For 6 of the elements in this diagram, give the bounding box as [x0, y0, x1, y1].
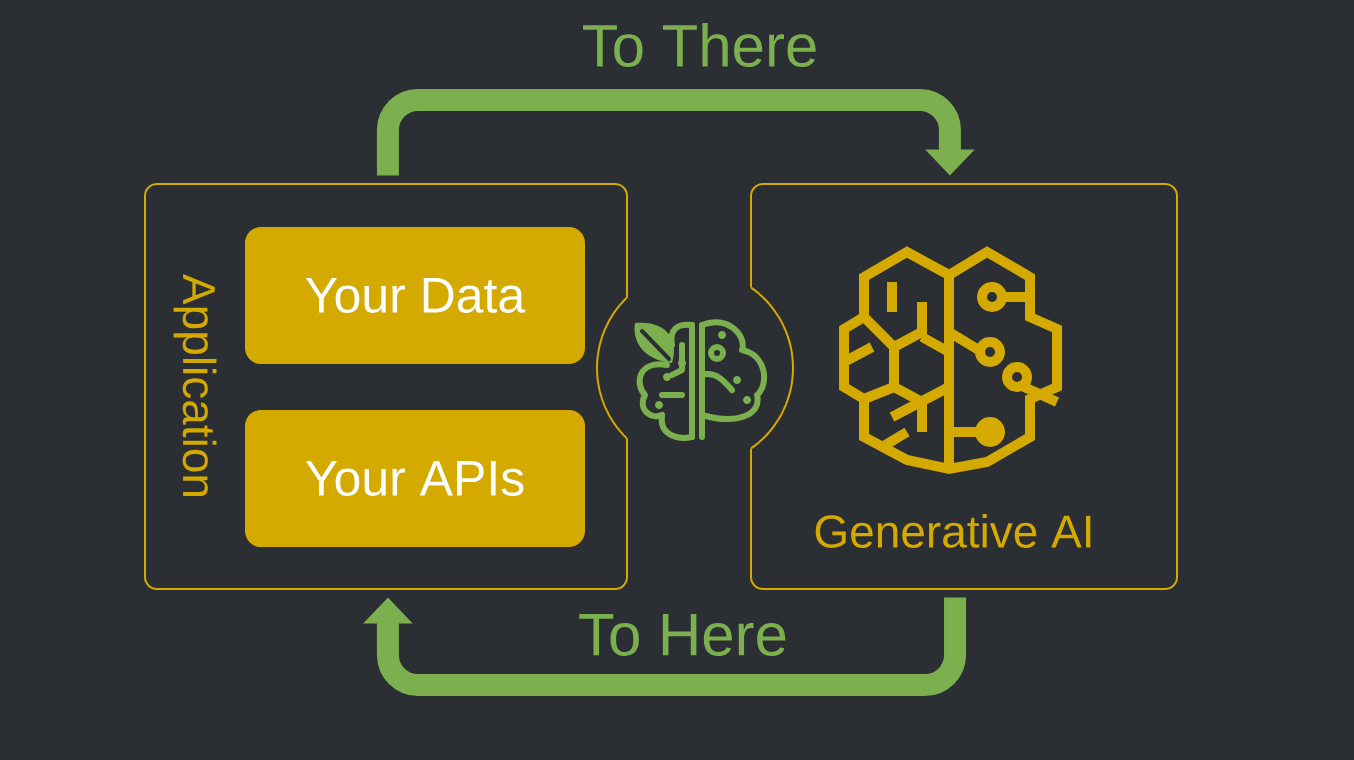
- edge-label: To There: [577, 18, 823, 72]
- arrow: [376, 89, 975, 176]
- data-box: Your APIs: [245, 410, 585, 547]
- data-box: Your Data: [245, 227, 585, 364]
- model-panel: Generative AI: [750, 183, 1178, 590]
- edge-label: To Here: [573, 610, 793, 660]
